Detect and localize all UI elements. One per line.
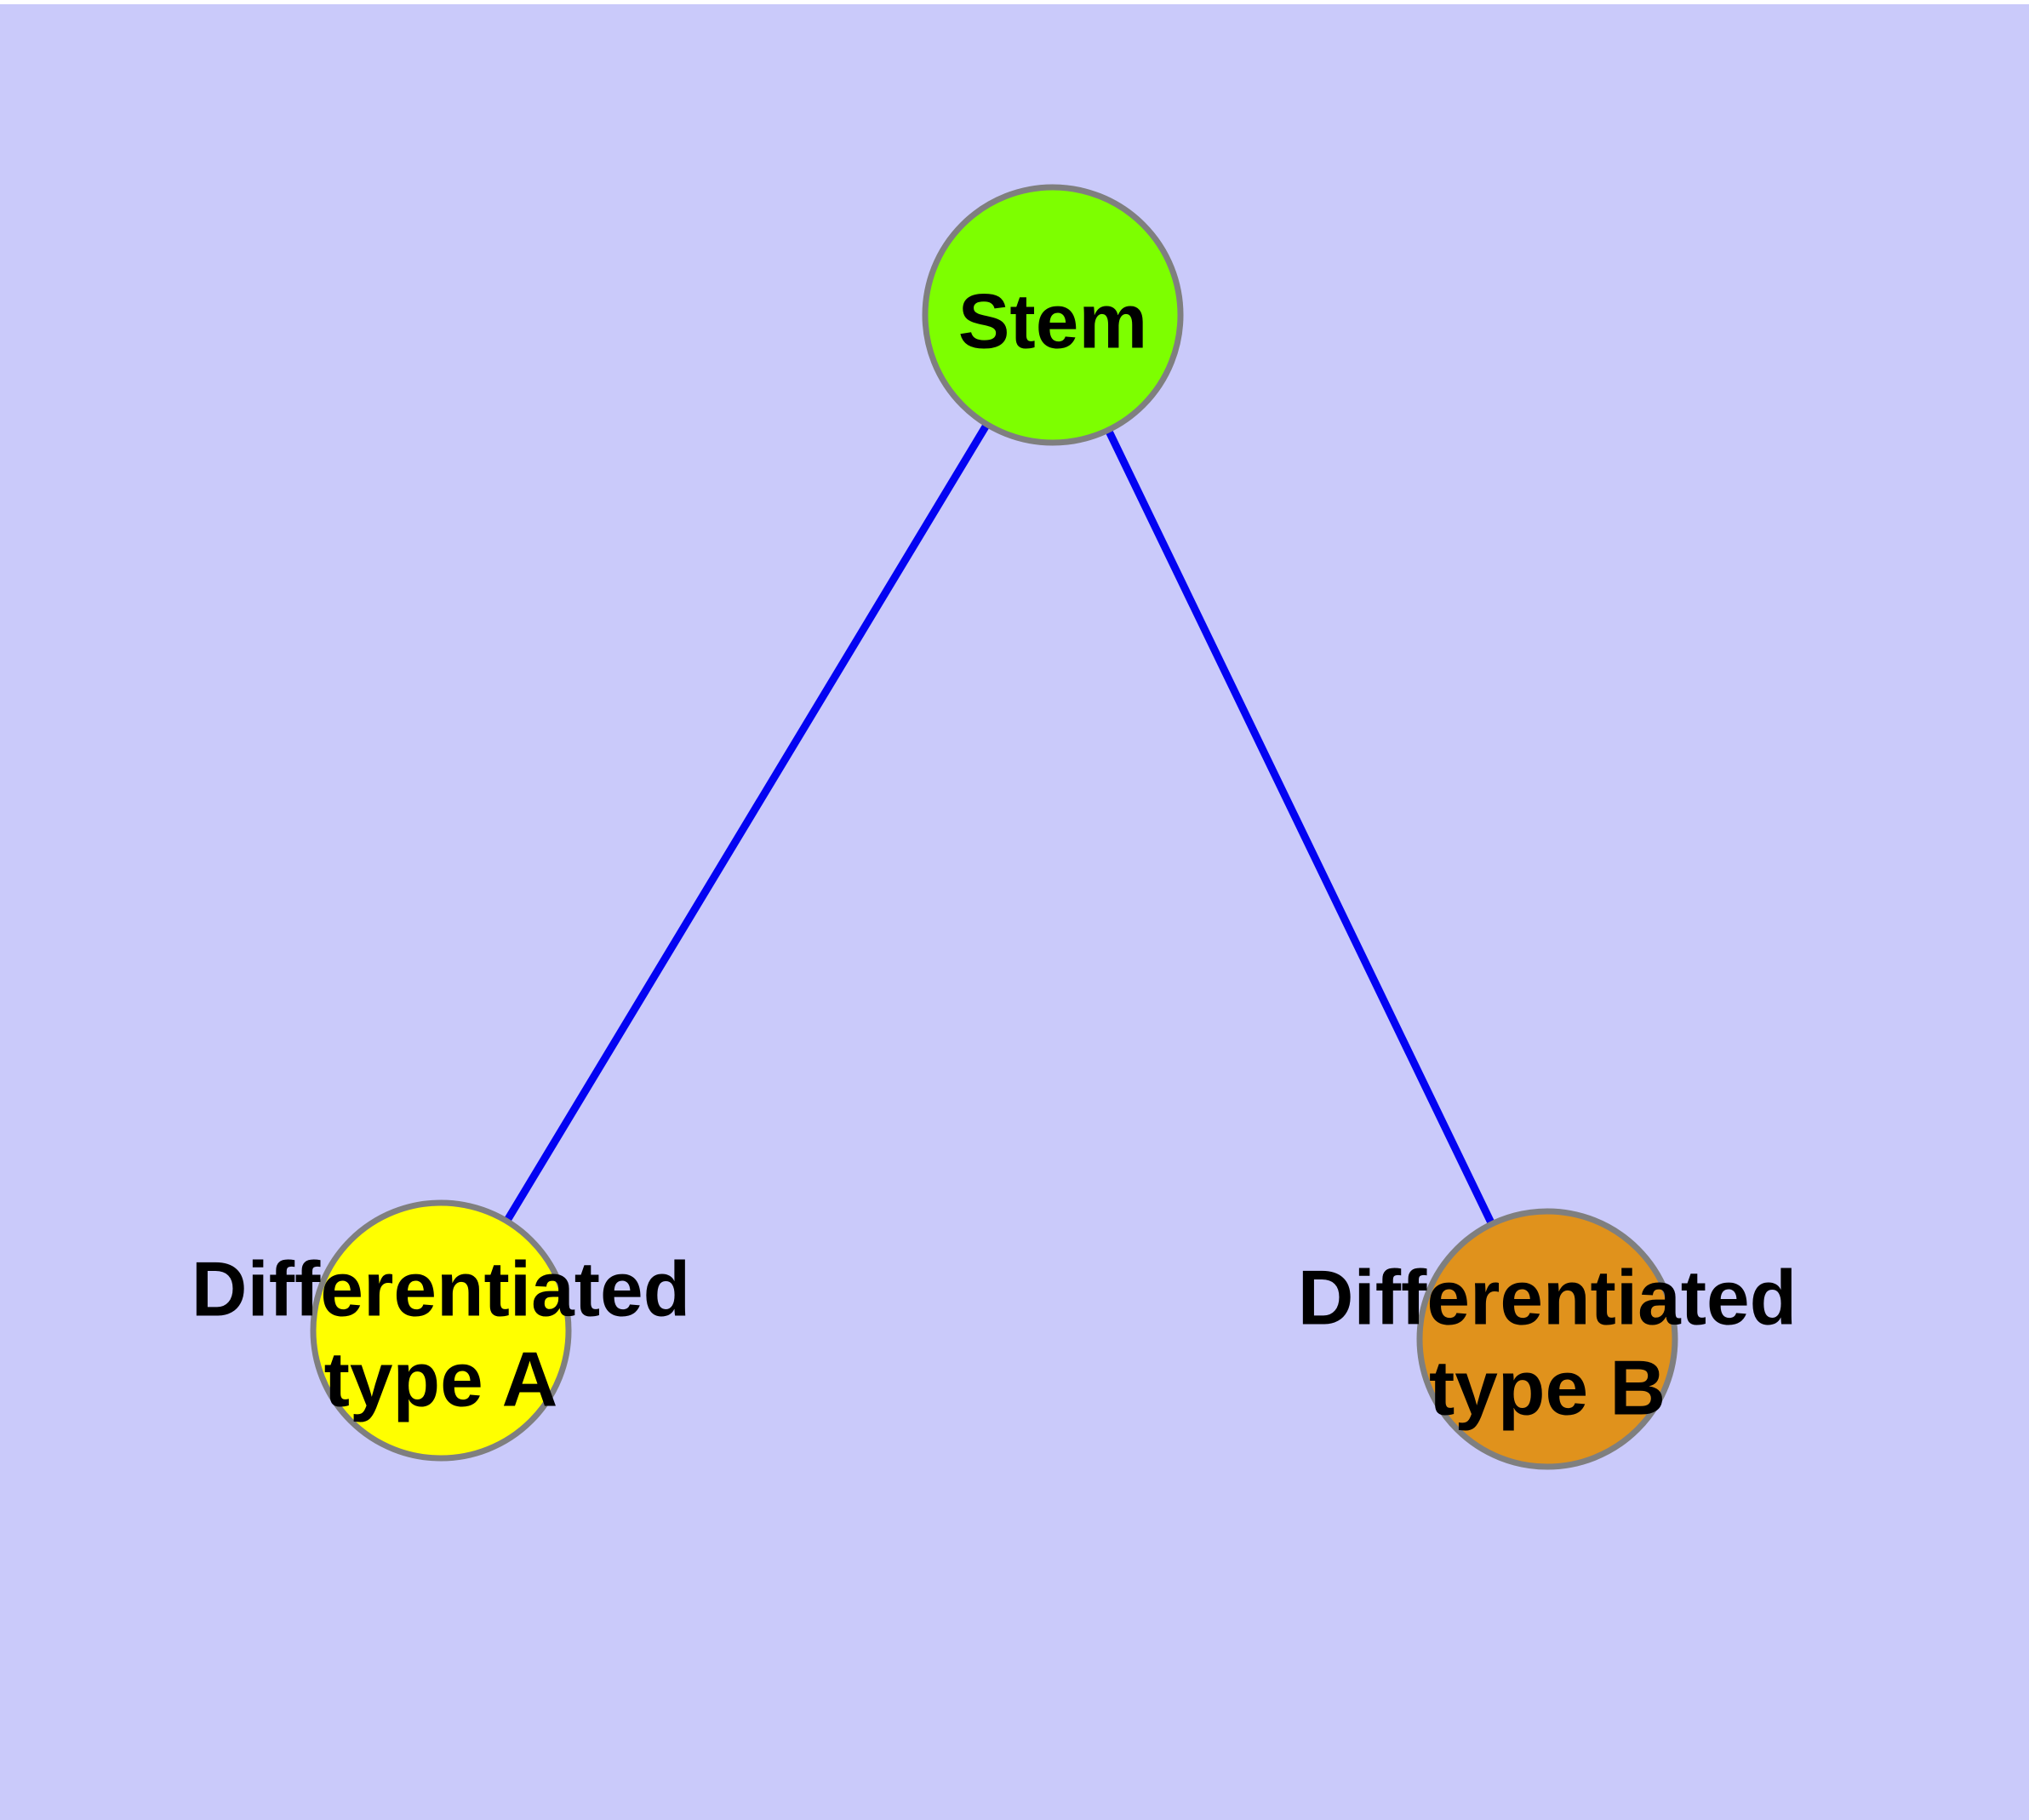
node-diff-a	[310, 1199, 572, 1462]
node-label-line: Differentiated	[1298, 1256, 1798, 1342]
node-diff-b	[1416, 1208, 1678, 1470]
node-stem	[922, 184, 1184, 446]
node-label-line: type B	[1429, 1346, 1666, 1432]
node-label-stem: Stem	[958, 279, 1148, 365]
edge-stem-to-diff-b	[1049, 313, 1552, 1341]
edge-stem-to-diff-a	[437, 312, 1056, 1333]
node-label-line: Stem	[958, 279, 1148, 365]
node-label-line: Differentiated	[191, 1247, 691, 1333]
node-label-line: type A	[324, 1337, 558, 1423]
